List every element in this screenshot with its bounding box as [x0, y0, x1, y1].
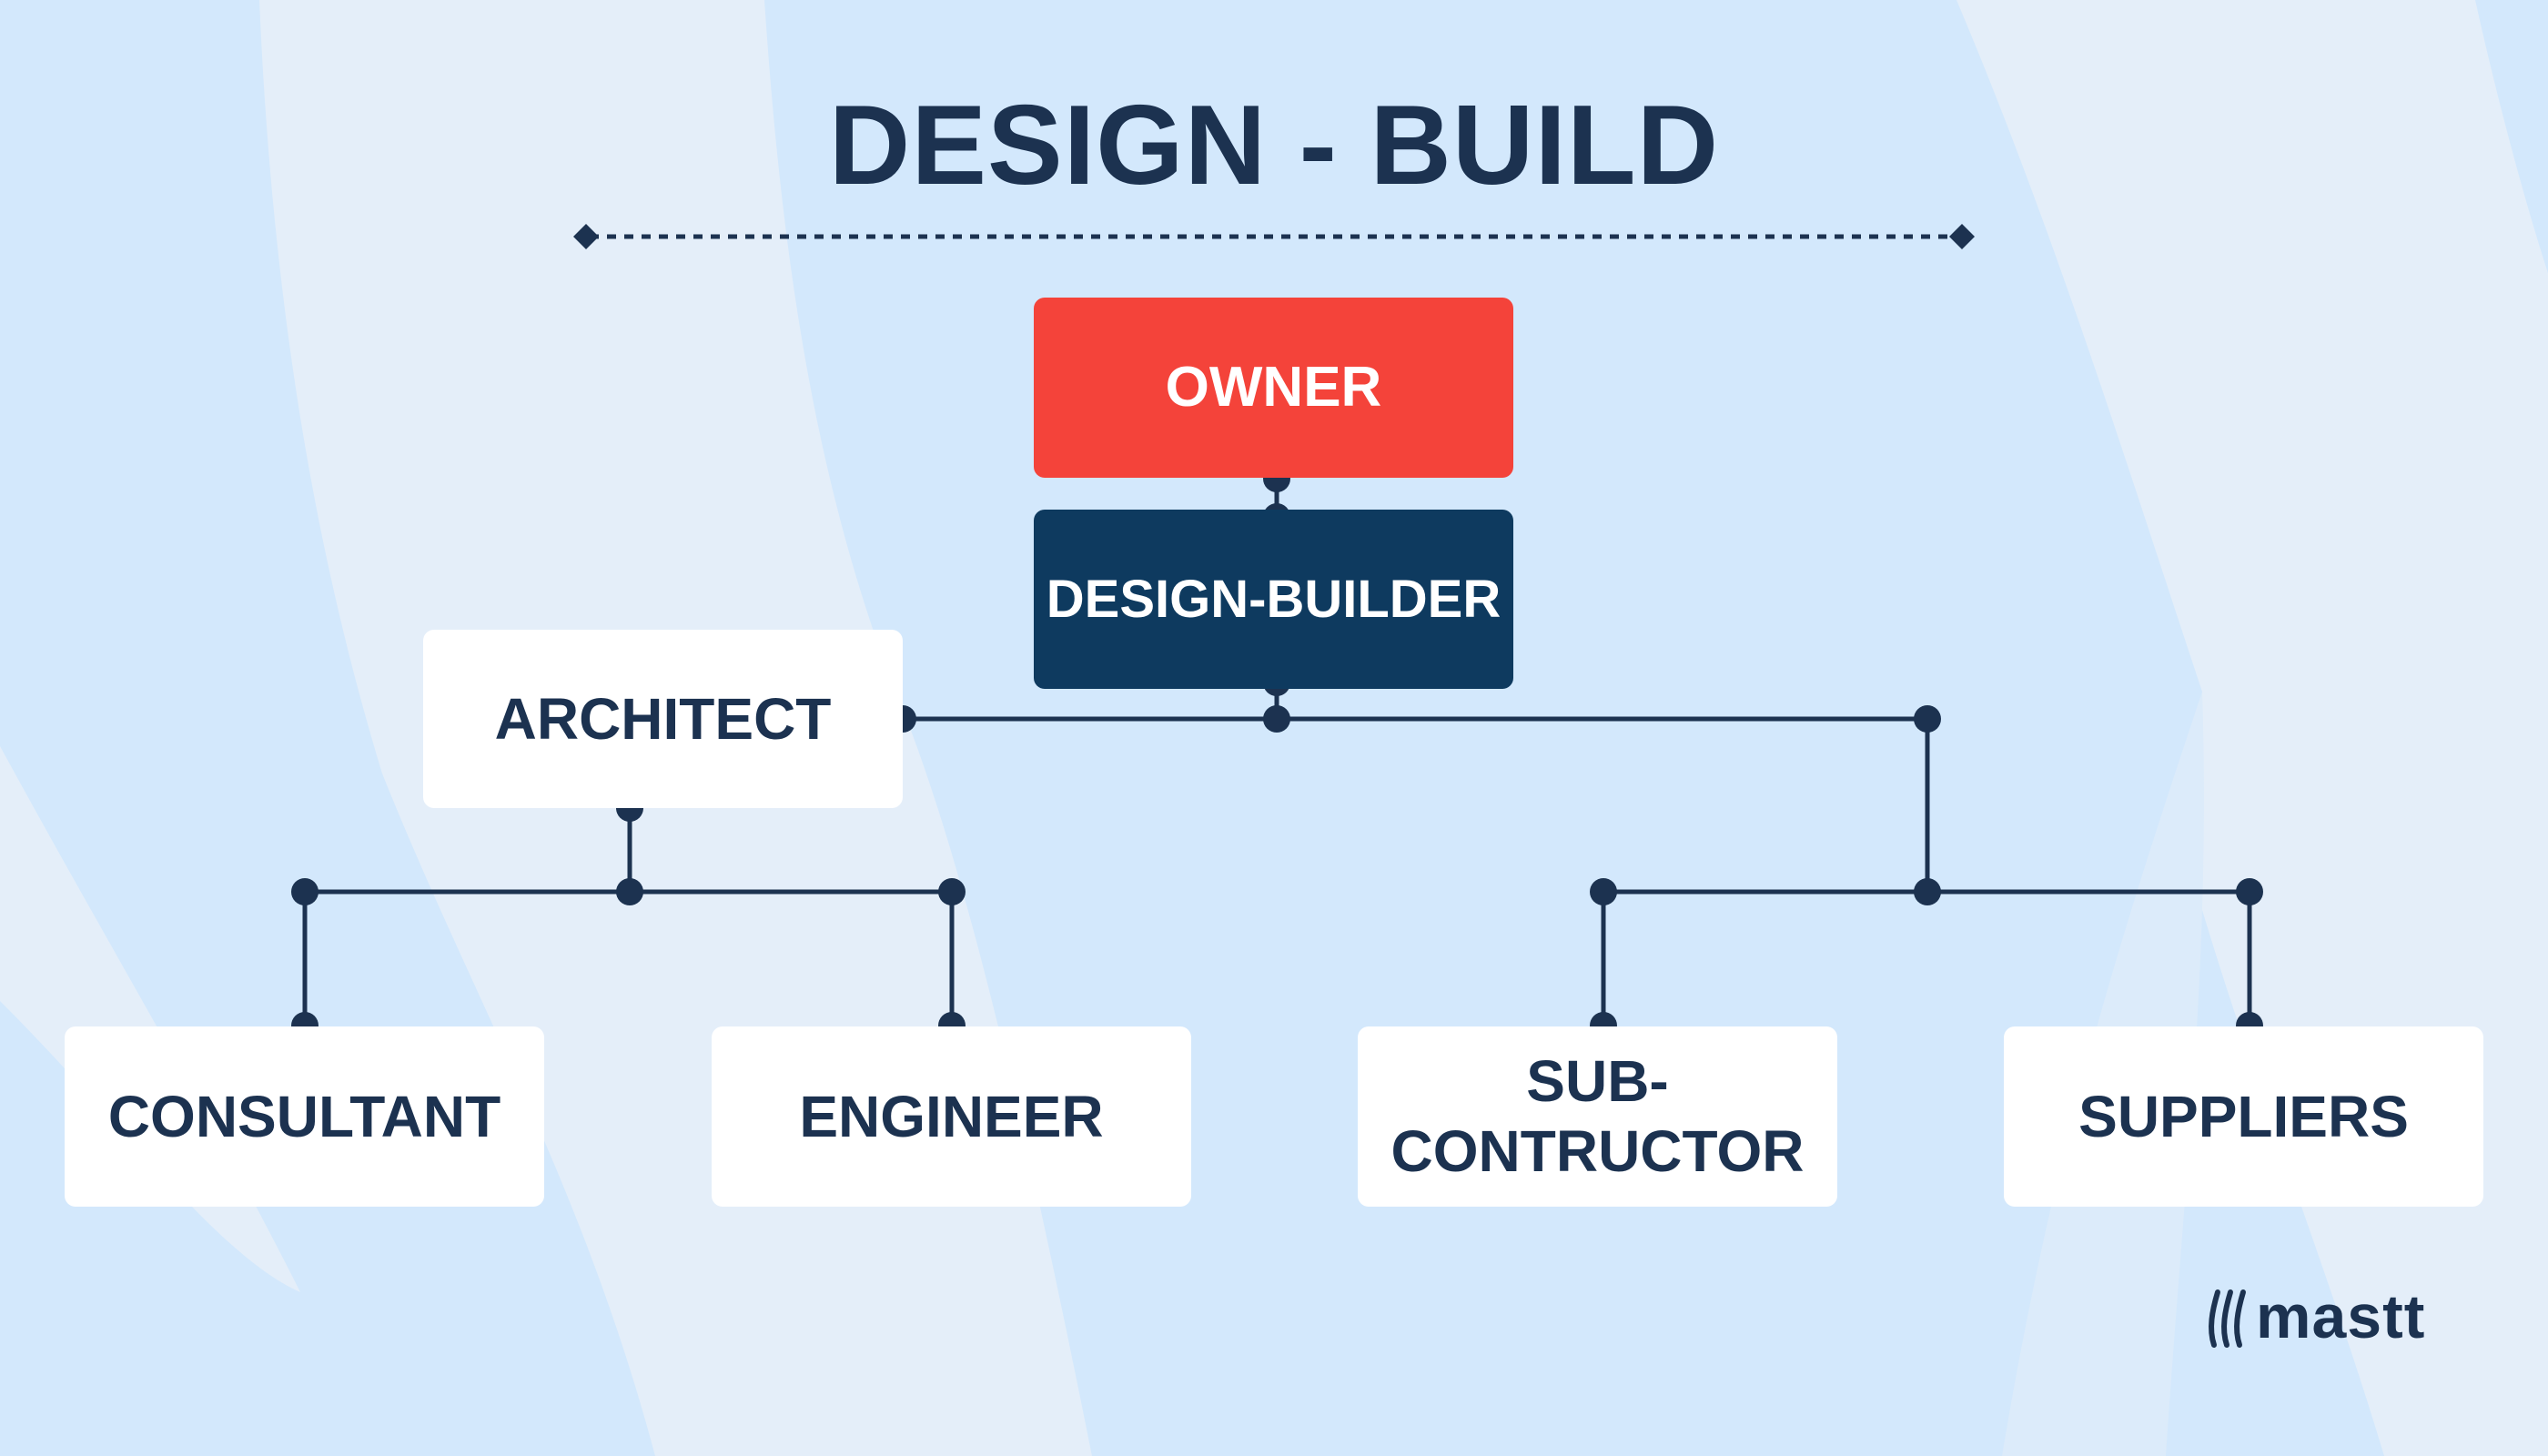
consultant-label: CONSULTANT: [107, 1083, 501, 1149]
connector-dot: [1263, 705, 1290, 733]
connector-dot: [1914, 878, 1941, 905]
suppliers-box: SUPPLIERS: [2004, 1026, 2483, 1207]
architect-label: ARCHITECT: [494, 685, 832, 752]
divider-end-left: [573, 224, 599, 249]
connector-dot: [938, 878, 966, 905]
connector-dot: [1590, 878, 1617, 905]
owner-box: OWNER: [1034, 298, 1513, 478]
logo-text: mastt: [2256, 1282, 2426, 1351]
design-builder-label: DESIGN-BUILDER: [1046, 569, 1502, 629]
consultant-box: CONSULTANT: [65, 1026, 544, 1207]
mastt-logo: mastt: [2207, 1281, 2425, 1352]
subcontractor-box: SUB- CONTRUCTOR: [1358, 1026, 1837, 1207]
mastt-logo-icon: [2209, 1289, 2246, 1348]
connector-dot: [291, 878, 318, 905]
connector-dot: [2236, 878, 2263, 905]
connector-dot: [1914, 705, 1941, 733]
engineer-box: ENGINEER: [712, 1026, 1191, 1207]
subcontractor-label: SUB- CONTRUCTOR: [1390, 1048, 1805, 1184]
architect-box: ARCHITECT: [423, 630, 903, 808]
divider-end-right: [1949, 224, 1975, 249]
page-title: DESIGN - BUILD: [828, 83, 1720, 208]
design-builder-box: DESIGN-BUILDER: [1034, 510, 1513, 689]
owner-label: OWNER: [1165, 355, 1382, 419]
connector-dot: [616, 878, 643, 905]
engineer-label: ENGINEER: [799, 1083, 1104, 1149]
suppliers-label: SUPPLIERS: [2078, 1083, 2409, 1149]
